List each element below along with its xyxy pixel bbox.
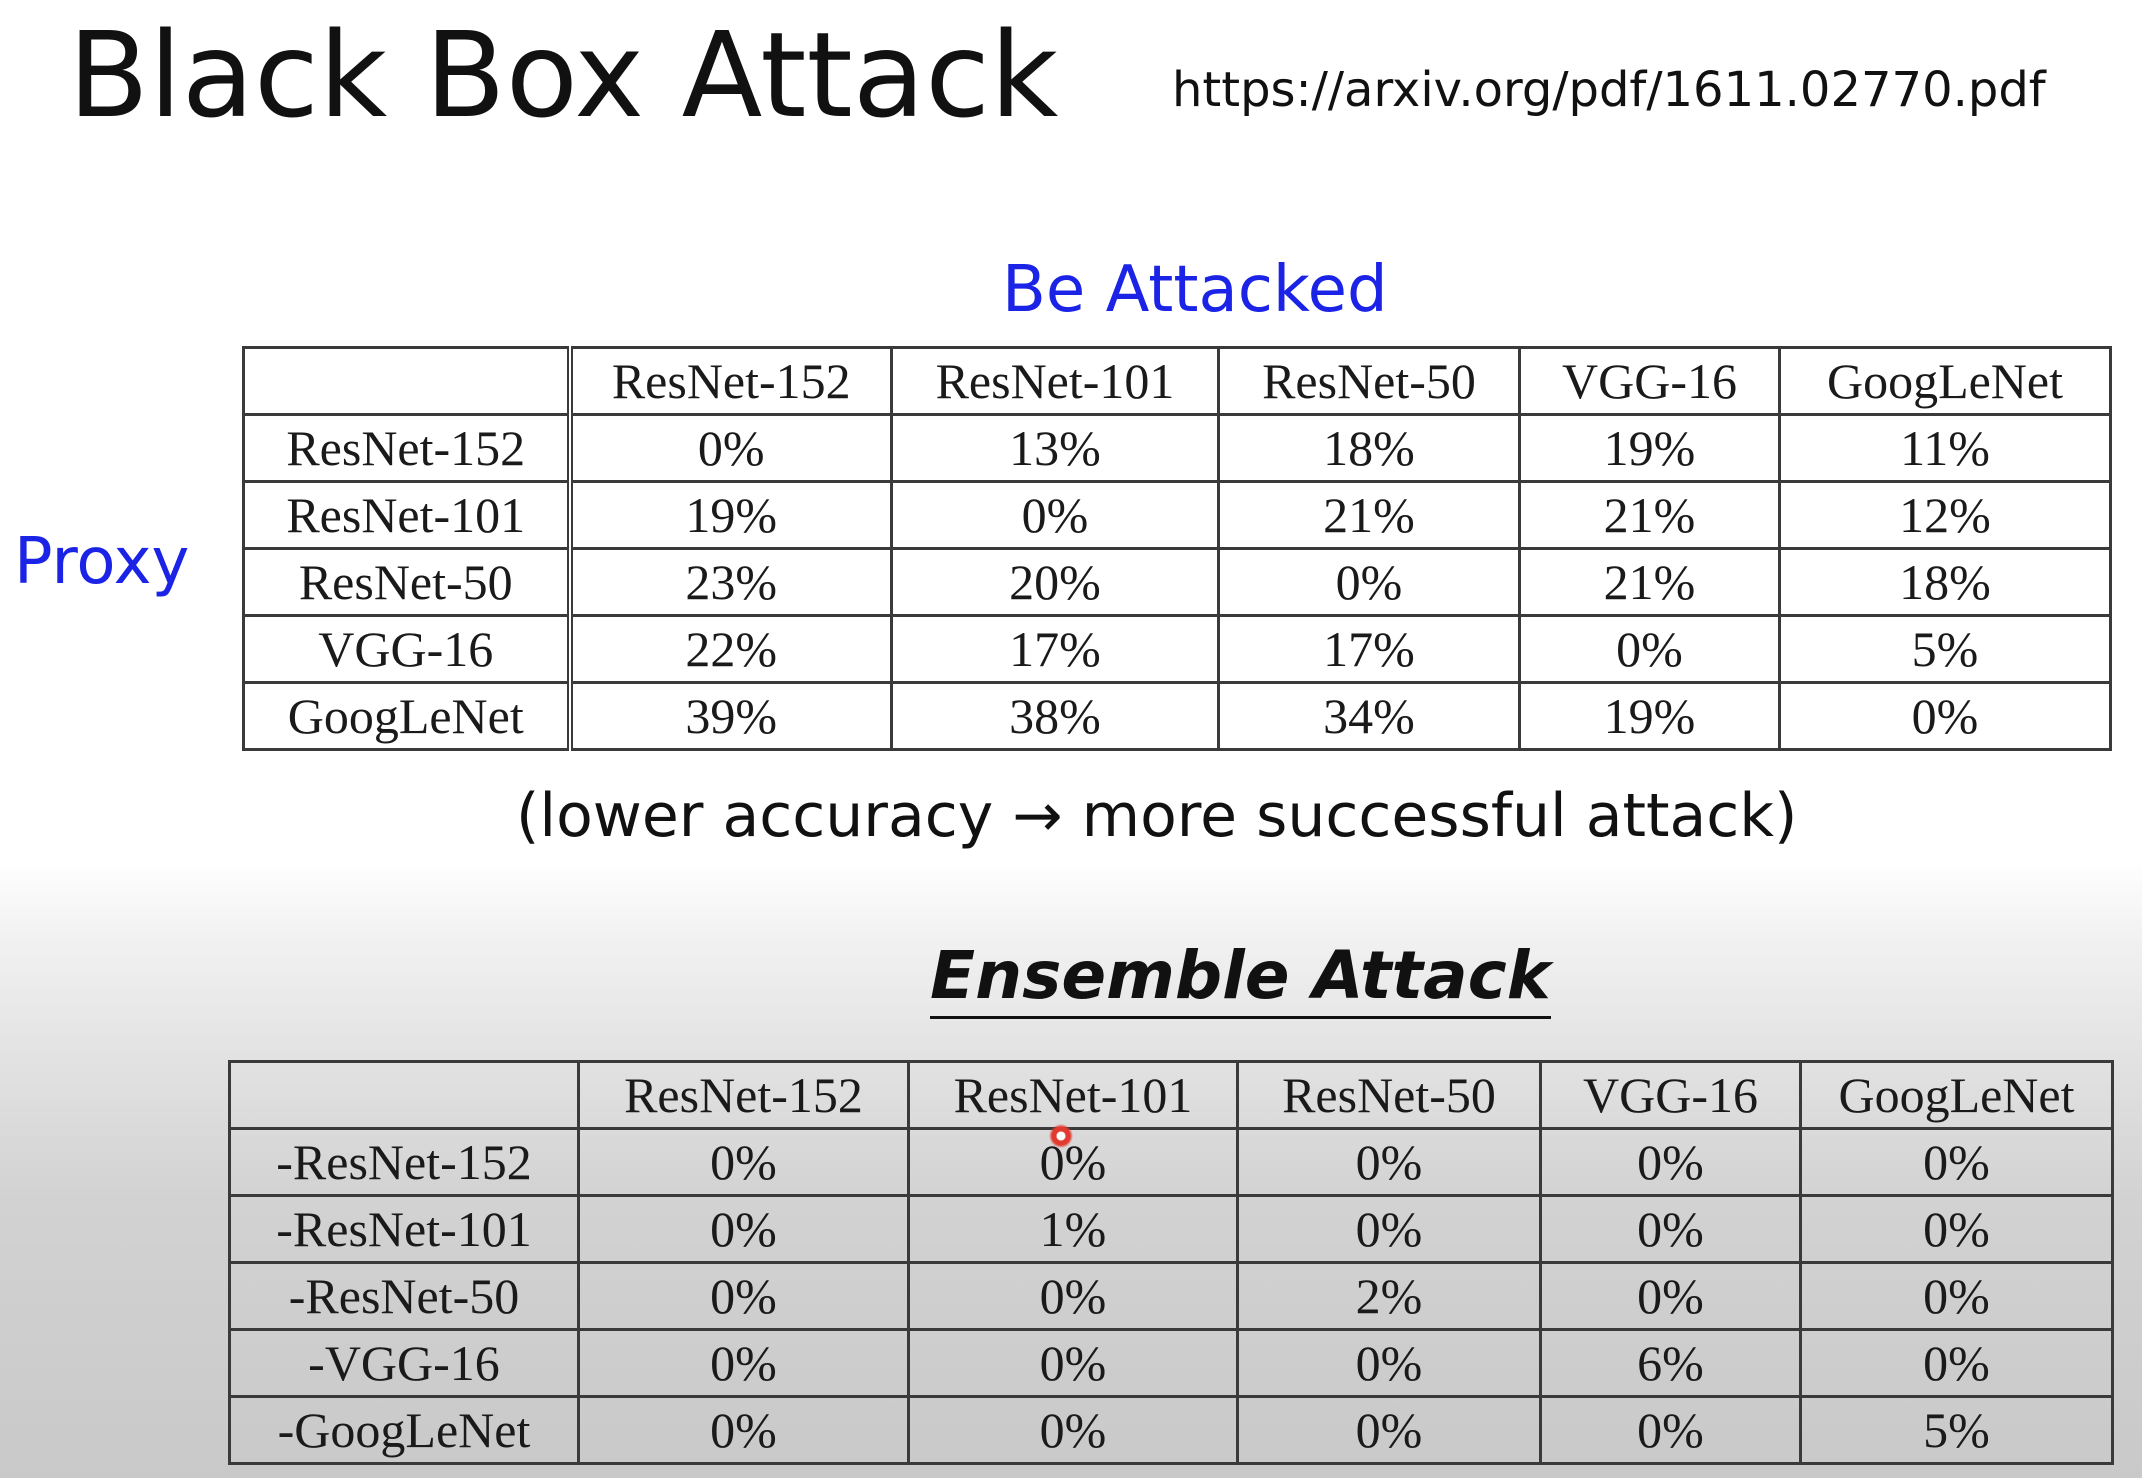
table-cell: 6% bbox=[1539, 1328, 1802, 1398]
paper-url-link[interactable]: https://arxiv.org/pdf/1611.02770.pdf bbox=[1172, 62, 2046, 118]
table-cell: 0% bbox=[577, 1395, 910, 1465]
table-cell: 18% bbox=[1778, 547, 2112, 617]
table-row: -ResNet-101 0% 1% 0% 0% 0% bbox=[228, 1194, 2114, 1264]
table-cell: 0% bbox=[907, 1395, 1239, 1465]
ensemble-attack-table: ResNet-152 ResNet-101 ResNet-50 VGG-16 G… bbox=[228, 1060, 2114, 1465]
table-cell: 0% bbox=[890, 480, 1220, 550]
table-cell: 0% bbox=[1799, 1194, 2114, 1264]
table-row: -ResNet-152 0% 0% 0% 0% 0% bbox=[228, 1127, 2114, 1197]
table-cell: 0% bbox=[1236, 1194, 1542, 1264]
table-cell: 17% bbox=[1217, 614, 1521, 684]
be-attacked-label: Be Attacked bbox=[1002, 253, 1388, 327]
row-header: GoogLeNet bbox=[242, 681, 573, 751]
pointer-cursor bbox=[1049, 1124, 1073, 1148]
table-cell: 0% bbox=[1236, 1395, 1542, 1465]
row-header: ResNet-50 bbox=[242, 547, 573, 617]
table-cell: 5% bbox=[1799, 1395, 2114, 1465]
column-header: VGG-16 bbox=[1518, 346, 1781, 416]
table-row: ResNet-152 0% 13% 18% 19% 11% bbox=[242, 413, 2112, 483]
table-cell: 0% bbox=[1799, 1328, 2114, 1398]
column-header: ResNet-50 bbox=[1236, 1060, 1542, 1130]
table-row: ResNet-101 19% 0% 21% 21% 12% bbox=[242, 480, 2112, 550]
column-header: ResNet-152 bbox=[577, 1060, 910, 1130]
table-row: GoogLeNet 39% 38% 34% 19% 0% bbox=[242, 681, 2112, 751]
table-cell: 38% bbox=[890, 681, 1220, 751]
row-header: ResNet-152 bbox=[242, 413, 573, 483]
table-cell: 5% bbox=[1778, 614, 2112, 684]
table-cell: 0% bbox=[577, 1194, 910, 1264]
column-header: ResNet-152 bbox=[568, 346, 893, 416]
table-cell: 19% bbox=[1518, 413, 1781, 483]
table-row: -VGG-16 0% 0% 0% 6% 0% bbox=[228, 1328, 2114, 1398]
table-cell: 0% bbox=[577, 1328, 910, 1398]
column-header: GoogLeNet bbox=[1799, 1060, 2114, 1130]
table-corner-cell bbox=[242, 346, 573, 416]
table-cell: 39% bbox=[568, 681, 893, 751]
table-cell: 17% bbox=[890, 614, 1220, 684]
row-header: -VGG-16 bbox=[228, 1328, 580, 1398]
column-header: ResNet-50 bbox=[1217, 346, 1521, 416]
table-header-row: ResNet-152 ResNet-101 ResNet-50 VGG-16 G… bbox=[228, 1060, 2114, 1130]
table-cell: 2% bbox=[1236, 1261, 1542, 1331]
table-cell: 11% bbox=[1778, 413, 2112, 483]
table-cell: 13% bbox=[890, 413, 1220, 483]
table-cell: 0% bbox=[907, 1328, 1239, 1398]
table-cell: 0% bbox=[1518, 614, 1781, 684]
table-corner-cell bbox=[228, 1060, 580, 1130]
table-cell: 0% bbox=[907, 1261, 1239, 1331]
table-cell: 23% bbox=[568, 547, 893, 617]
table-cell: 0% bbox=[1539, 1261, 1802, 1331]
table-row: -GoogLeNet 0% 0% 0% 0% 5% bbox=[228, 1395, 2114, 1465]
column-header: ResNet-101 bbox=[907, 1060, 1239, 1130]
table-cell: 0% bbox=[568, 413, 893, 483]
ensemble-attack-title: Ensemble Attack bbox=[930, 938, 1551, 1019]
table-cell: 0% bbox=[1539, 1127, 1802, 1197]
table-cell: 1% bbox=[907, 1194, 1239, 1264]
column-header: VGG-16 bbox=[1539, 1060, 1802, 1130]
table-cell: 0% bbox=[1236, 1328, 1542, 1398]
accuracy-caption: (lower accuracy → more successful attack… bbox=[516, 781, 1798, 851]
table-cell: 0% bbox=[1539, 1194, 1802, 1264]
table-row: ResNet-50 23% 20% 0% 21% 18% bbox=[242, 547, 2112, 617]
slide-title: Black Box Attack bbox=[68, 6, 1059, 144]
table-header-row: ResNet-152 ResNet-101 ResNet-50 VGG-16 G… bbox=[242, 346, 2112, 416]
table-row: VGG-16 22% 17% 17% 0% 5% bbox=[242, 614, 2112, 684]
row-header: -ResNet-101 bbox=[228, 1194, 580, 1264]
table-cell: 12% bbox=[1778, 480, 2112, 550]
table-cell: 0% bbox=[1778, 681, 2112, 751]
column-header: GoogLeNet bbox=[1778, 346, 2112, 416]
table-cell: 22% bbox=[568, 614, 893, 684]
row-header: ResNet-101 bbox=[242, 480, 573, 550]
table-cell: 0% bbox=[1236, 1127, 1542, 1197]
row-header: -ResNet-152 bbox=[228, 1127, 580, 1197]
row-header: -GoogLeNet bbox=[228, 1395, 580, 1465]
table-cell: 19% bbox=[1518, 681, 1781, 751]
table-cell: 21% bbox=[1518, 547, 1781, 617]
table-cell: 0% bbox=[577, 1127, 910, 1197]
table-cell: 0% bbox=[1799, 1127, 2114, 1197]
table-cell: 21% bbox=[1217, 480, 1521, 550]
table-cell: 0% bbox=[1799, 1261, 2114, 1331]
table-cell: 20% bbox=[890, 547, 1220, 617]
column-header: ResNet-101 bbox=[890, 346, 1220, 416]
table-cell: 18% bbox=[1217, 413, 1521, 483]
table-cell: 0% bbox=[907, 1127, 1239, 1197]
row-header: VGG-16 bbox=[242, 614, 573, 684]
table-row: -ResNet-50 0% 0% 2% 0% 0% bbox=[228, 1261, 2114, 1331]
table-cell: 19% bbox=[568, 480, 893, 550]
proxy-label: Proxy bbox=[14, 525, 190, 599]
row-header: -ResNet-50 bbox=[228, 1261, 580, 1331]
table-cell: 0% bbox=[1217, 547, 1521, 617]
table-cell: 0% bbox=[1539, 1395, 1802, 1465]
table-cell: 34% bbox=[1217, 681, 1521, 751]
table-cell: 0% bbox=[577, 1261, 910, 1331]
proxy-attack-table: ResNet-152 ResNet-101 ResNet-50 VGG-16 G… bbox=[242, 346, 2112, 751]
table-cell: 21% bbox=[1518, 480, 1781, 550]
